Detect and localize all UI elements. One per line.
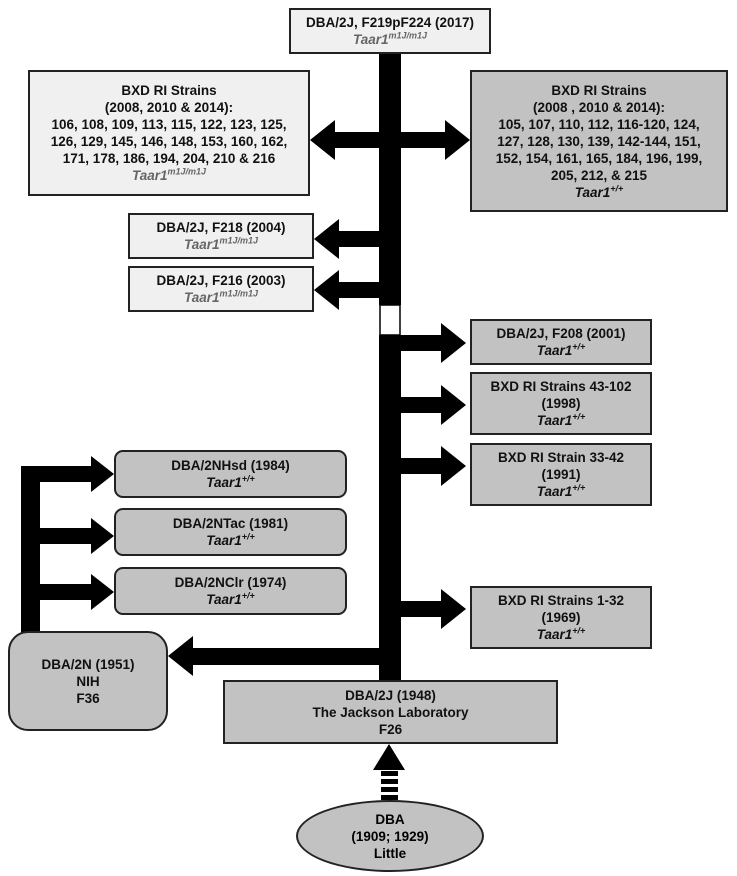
genotype: Taar1+/+ [536, 341, 586, 358]
box-dba2j-jackson: DBA/2J (1948) The Jackson Laboratory F26 [223, 680, 558, 744]
label: 127, 128, 130, 139, 142-144, 151, [497, 133, 701, 149]
trunk-gap-marker [379, 304, 401, 336]
genotype: Taar1m1J/m1J [183, 235, 259, 252]
arrow-to-f216 [314, 270, 379, 310]
box-bxd-ri-left: BXD RI Strains (2008, 2010 & 2014): 106,… [28, 70, 310, 196]
label: DBA/2J, F216 (2003) [156, 273, 286, 288]
label: F36 [76, 690, 100, 706]
genotype: Taar1m1J/m1J [131, 166, 207, 183]
label: 105, 107, 110, 112, 116-120, 124, [498, 116, 700, 132]
genotype: Taar1+/+ [206, 531, 255, 548]
arrow-to-dba2n [168, 636, 379, 676]
box-bxd-ri-33-42: BXD RI Strain 33-42 (1991) Taar1+/+ [470, 443, 652, 506]
arrow-to-bxd-1-32 [401, 589, 466, 629]
genotype: Taar1m1J/m1J [183, 288, 259, 305]
label: Little [373, 845, 407, 861]
label: BXD RI Strains 1-32 [497, 593, 625, 608]
box-dba2nhsd: DBA/2NHsd (1984) Taar1+/+ [114, 450, 347, 498]
label: DBA/2NHsd (1984) [171, 458, 290, 473]
dashed-arrow-dba-to-dba2j [373, 744, 405, 800]
box-dba2j-f216: DBA/2J, F216 (2003) Taar1m1J/m1J [128, 266, 314, 312]
box-dba2j-f219: DBA/2J, F219pF224 (2017) Taar1m1J/m1J [289, 8, 491, 54]
label: The Jackson Laboratory [312, 704, 469, 720]
label: BXD RI Strain 33-42 [497, 450, 625, 465]
label: DBA/2NTac (1981) [172, 516, 289, 531]
label: DBA/2J, F218 (2004) [156, 220, 286, 235]
arrow-to-bxd-right [401, 120, 470, 160]
label: 205, 212, & 215 [550, 167, 648, 183]
arrow-to-bxd-43-102 [401, 385, 466, 425]
label: DBA [375, 811, 405, 827]
label: (1909; 1929) [351, 828, 429, 844]
label: 152, 154, 161, 165, 184, 196, 199, [495, 150, 703, 166]
box-bxd-ri-43-102: BXD RI Strains 43-102 (1998) Taar1+/+ [470, 372, 652, 435]
genotype: Taar1+/+ [536, 625, 586, 642]
arrow-to-bxd-33-42 [401, 446, 466, 486]
genotype: Taar1+/+ [536, 482, 586, 499]
label: 126, 129, 145, 146, 148, 153, 160, 162, [50, 134, 288, 149]
genotype: Taar1+/+ [206, 590, 255, 607]
label: DBA/2J (1948) [345, 687, 436, 703]
label: (1998) [541, 396, 581, 411]
arrow-to-bxd-left [310, 120, 379, 160]
label: (1969) [541, 610, 581, 625]
label: DBA/2J, F219pF224 (2017) [305, 15, 475, 30]
arrow-to-nhsd [21, 456, 114, 492]
arrow-to-f208 [401, 323, 466, 363]
label: 171, 178, 186, 194, 204, 210 & 216 [62, 151, 276, 166]
genotype: Taar1+/+ [206, 473, 255, 490]
box-bxd-ri-1-32: BXD RI Strains 1-32 (1969) Taar1+/+ [470, 586, 652, 649]
label: F26 [378, 721, 403, 737]
box-dba2j-f208: DBA/2J, F208 (2001) Taar1+/+ [470, 319, 652, 365]
genotype: Taar1+/+ [536, 411, 586, 428]
label: DBA/2J, F208 (2001) [496, 326, 626, 341]
arrow-to-f218 [314, 219, 379, 259]
oval-dba-little: DBA (1909; 1929) Little [296, 800, 484, 872]
label: (2008, 2010 & 2014): [104, 100, 234, 115]
label: BXD RI Strains [121, 83, 217, 98]
genotype: Taar1m1J/m1J [352, 30, 428, 47]
box-bxd-ri-right: BXD RI Strains (2008 , 2010 & 2014): 105… [470, 70, 728, 212]
arrow-to-nclr [40, 574, 114, 610]
label: (2008 , 2010 & 2014): [532, 99, 666, 115]
arrow-to-ntac [40, 518, 114, 554]
main-trunk-lower [379, 335, 401, 680]
label: 106, 108, 109, 113, 115, 122, 123, 125, [51, 117, 287, 132]
label: DBA/2NClr (1974) [174, 575, 287, 590]
box-dba2nclr: DBA/2NClr (1974) Taar1+/+ [114, 567, 347, 615]
box-dba2n-nih: DBA/2N (1951) NIH F36 [8, 631, 168, 731]
label: NIH [76, 673, 100, 689]
label: DBA/2N (1951) [41, 656, 135, 672]
label: BXD RI Strains [551, 82, 647, 98]
label: BXD RI Strains 43-102 [490, 379, 632, 394]
label: (1991) [541, 467, 581, 482]
genotype: Taar1+/+ [574, 183, 624, 200]
box-dba2j-f218: DBA/2J, F218 (2004) Taar1m1J/m1J [128, 213, 314, 259]
box-dba2ntac: DBA/2NTac (1981) Taar1+/+ [114, 508, 347, 556]
dba2n-branch-trunk [21, 466, 40, 633]
main-trunk-upper [379, 52, 401, 305]
